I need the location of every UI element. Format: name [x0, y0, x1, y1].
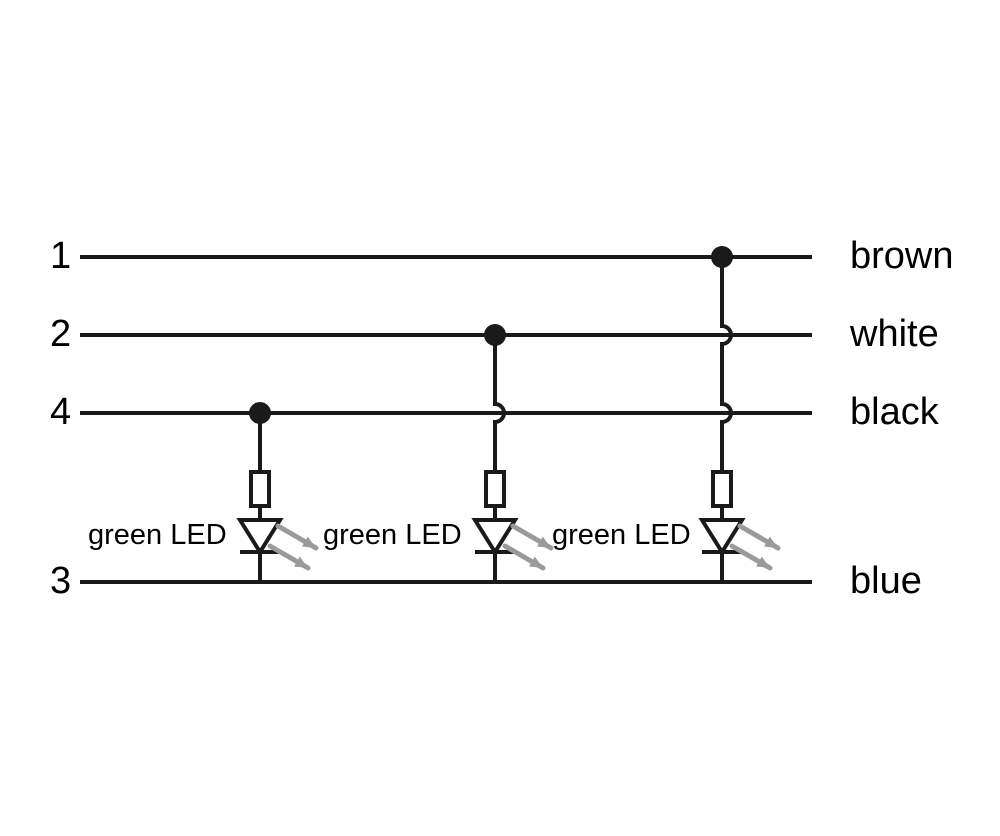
arrow-head [302, 536, 316, 548]
pin-number-4: 3 [50, 560, 72, 602]
arrow-head [529, 556, 543, 568]
branch-1-led-emission-arrow-2 [267, 543, 311, 571]
branch-1-resistor-symbol [249, 470, 271, 508]
branch-2-led-triangle [471, 518, 519, 556]
wire-color-label-3: black [850, 391, 939, 433]
branch-3-led-emission-arrow-1 [737, 523, 781, 551]
pin-number-2: 2 [50, 313, 72, 355]
arrow-head [294, 556, 308, 568]
branch-1-led-triangle [236, 518, 284, 556]
arrow-head [537, 536, 551, 548]
branch-3-led-emission-arrow-2 [729, 543, 773, 571]
led-label-3: green LED [552, 519, 691, 551]
wire-color-label-1: brown [850, 235, 954, 277]
led-label-1: green LED [88, 519, 227, 551]
wire-color-label-2: white [850, 313, 939, 355]
pin-number-3: 4 [50, 391, 72, 433]
arrow-head [764, 536, 778, 548]
junction-dot-3 [711, 246, 733, 268]
branch-2-vertical-wire [493, 335, 506, 582]
wire-color-label-4: blue [850, 560, 922, 602]
junction-dot-group [249, 246, 733, 424]
pin-number-1: 1 [50, 235, 72, 277]
junction-dot-2 [484, 324, 506, 346]
branch-1-led-emission-arrow-1 [275, 523, 319, 551]
branch-3-led-triangle [698, 518, 746, 556]
branch-3-resistor-symbol [711, 470, 733, 508]
branch-2-led-emission-arrow-1 [510, 523, 554, 551]
horizontal-wire-group [80, 255, 812, 584]
led-label-2: green LED [323, 519, 462, 551]
branch-3-vertical-wire [720, 257, 733, 582]
arrow-head [756, 556, 770, 568]
component-group [236, 470, 781, 571]
branch-2-led-emission-arrow-2 [502, 543, 546, 571]
junction-dot-1 [249, 402, 271, 424]
branch-2-resistor-symbol [484, 470, 506, 508]
